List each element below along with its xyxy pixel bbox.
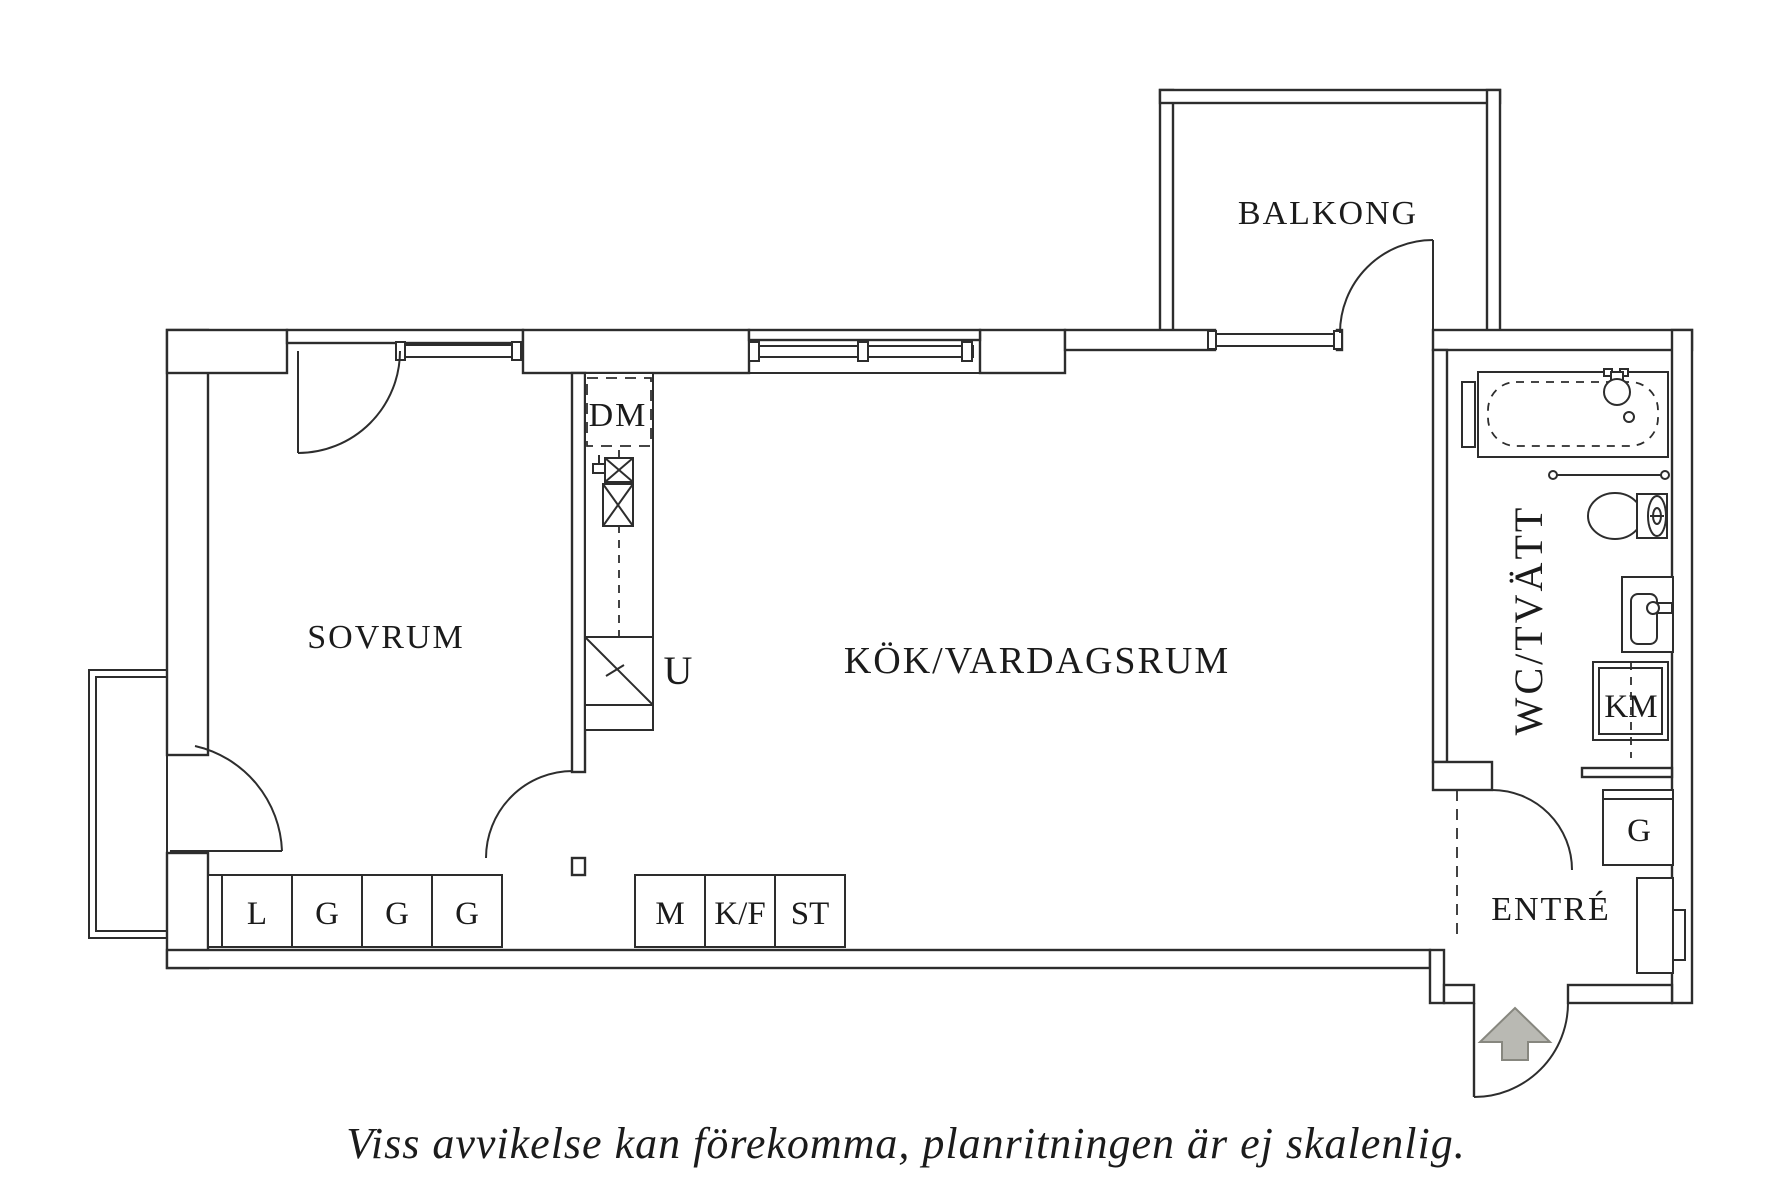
washing-machine: KM xyxy=(1592,661,1669,758)
bathroom-south-jamb xyxy=(1431,760,1494,792)
entrance-label: ENTRÉ xyxy=(1491,891,1611,928)
entrance-nook-left xyxy=(1442,983,1476,1005)
balcony-door xyxy=(1339,239,1434,334)
bathroom-west-wall xyxy=(1431,348,1449,764)
door-stop xyxy=(1672,909,1686,961)
bathtub-end-shelf xyxy=(1461,381,1476,448)
closet-L xyxy=(221,874,293,948)
partitions xyxy=(570,348,1674,937)
bedroom-closets: L G G G xyxy=(207,874,503,948)
bedroom-window-glazing xyxy=(402,344,516,358)
kitchen-sink xyxy=(592,455,634,527)
balcony-wall-right xyxy=(1485,88,1502,335)
bathtub-drain xyxy=(1623,411,1635,423)
balcony-window-cap-left xyxy=(1207,330,1217,350)
entry-arrow-icon xyxy=(1477,1006,1553,1061)
closet-M-label: M xyxy=(655,896,684,932)
bedroom-door-jamb xyxy=(570,856,587,877)
bottom-wall xyxy=(165,948,1432,970)
toilet-bowl xyxy=(1587,492,1643,540)
entrance-cabinet xyxy=(1636,877,1674,974)
entrance-wardrobe: G xyxy=(1602,789,1674,866)
kitchen-counter: DM U xyxy=(584,372,693,731)
closet-ST xyxy=(774,874,846,948)
kitchen-living-label: KÖK/VARDAGSRUM xyxy=(844,640,1230,682)
towel-rail xyxy=(1548,470,1670,480)
closet-KF-label: K/F xyxy=(714,896,765,932)
balcony-wall-left xyxy=(1158,88,1175,335)
sink-faucet xyxy=(592,463,606,474)
closet-G2 xyxy=(361,874,433,948)
top-wall-mid-right xyxy=(978,328,1067,375)
closet-L-label: L xyxy=(247,896,267,932)
top-wall-balcony-left xyxy=(1063,328,1217,352)
balcony-window-glazing xyxy=(1214,333,1338,347)
closet-G1 xyxy=(291,874,363,948)
closet-G3-label: G xyxy=(455,896,479,932)
closet-G2-label: G xyxy=(385,896,409,932)
shower-head xyxy=(1603,378,1631,406)
top-wall-left xyxy=(165,328,289,375)
livingroom-window xyxy=(747,328,982,374)
doors xyxy=(170,239,1573,1098)
entrance: G ENTRÉ xyxy=(1477,789,1686,1061)
livingroom-window-mullion xyxy=(857,341,869,362)
bathroom: KM WC/TVÄTT xyxy=(1461,368,1674,758)
left-wall-upper xyxy=(165,328,210,757)
bathroom-door xyxy=(1491,789,1573,871)
oven-cabinet xyxy=(584,636,654,731)
closet-sliver xyxy=(207,874,223,948)
oven-label: U xyxy=(664,648,693,693)
bedroom-top-door xyxy=(297,350,401,454)
bay-outer xyxy=(88,669,168,939)
top-wall-bathroom xyxy=(1431,328,1694,352)
livingroom-window-lintel xyxy=(747,328,982,342)
closet-G3 xyxy=(431,874,503,948)
bedroom-hall-door xyxy=(485,770,574,859)
closet-M xyxy=(634,874,706,948)
entrance-wardrobe-label: G xyxy=(1627,813,1651,849)
dishwasher-label: DM xyxy=(589,397,648,434)
balcony-window-cap-right xyxy=(1333,330,1343,350)
bedroom-east-wall xyxy=(570,371,587,774)
bedroom-window-cap-right xyxy=(511,341,522,361)
bedroom-window xyxy=(395,341,522,361)
left-bay xyxy=(88,669,168,939)
bedroom-label: SOVRUM xyxy=(307,619,464,656)
hall-closets: M K/F ST xyxy=(634,874,846,948)
balcony: BALKONG xyxy=(1158,88,1502,335)
bay-inner xyxy=(95,676,168,932)
top-wall-mid-left xyxy=(521,328,751,375)
livingroom-window-cap-left xyxy=(748,341,760,362)
bathroom-label: WC/TVÄTT xyxy=(1506,505,1551,736)
exterior-walls xyxy=(165,328,1694,1005)
bathtub xyxy=(1461,368,1669,458)
closet-ST-label: ST xyxy=(791,896,830,932)
balcony-wall-top xyxy=(1158,88,1502,105)
bathroom-south-wall xyxy=(1580,766,1674,779)
closet-G1-label: G xyxy=(315,896,339,932)
toilet xyxy=(1587,492,1668,540)
bay-door xyxy=(170,745,283,852)
livingroom-window-cap-right xyxy=(961,341,973,362)
right-wall xyxy=(1670,328,1694,1005)
entrance-nook-step xyxy=(1428,948,1446,1005)
dishwasher-box xyxy=(586,377,652,447)
balcony-window xyxy=(1207,330,1343,350)
front-door xyxy=(1472,1002,1569,1098)
washbasin xyxy=(1621,576,1674,653)
disclaimer-text: Viss avvikelse kan förekomma, planritnin… xyxy=(346,1119,1465,1168)
entrance-nook-right xyxy=(1566,983,1674,1005)
washing-machine-label: KM xyxy=(1604,689,1657,725)
balcony-label: BALKONG xyxy=(1238,195,1418,232)
